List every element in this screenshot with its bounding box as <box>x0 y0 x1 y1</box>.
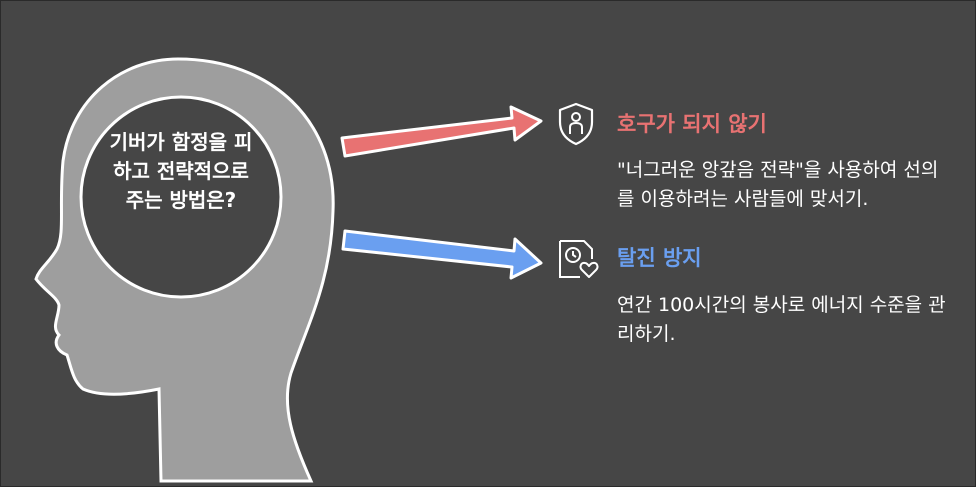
item-description-2: 연간 100시간의 봉사로 에너지 수준을 관리하기. <box>617 294 946 345</box>
item-description-1: "너그러운 앙갚음 전략"을 사용하여 선의를 이용하려는 사람들에 맞서기. <box>617 159 939 210</box>
item-title-2: 탈진 방지 <box>617 246 702 270</box>
item-title-1: 호구가 되지 않기 <box>617 112 767 136</box>
clock-heart-icon <box>559 240 599 278</box>
shield-person-icon <box>558 102 594 146</box>
thought-circle <box>79 95 283 299</box>
arrow-to-item-1 <box>340 105 543 158</box>
arrow-to-item-2 <box>341 229 543 280</box>
central-question: 기버가 함정을 피하고 전략적으로 주는 방법은? <box>109 130 253 212</box>
